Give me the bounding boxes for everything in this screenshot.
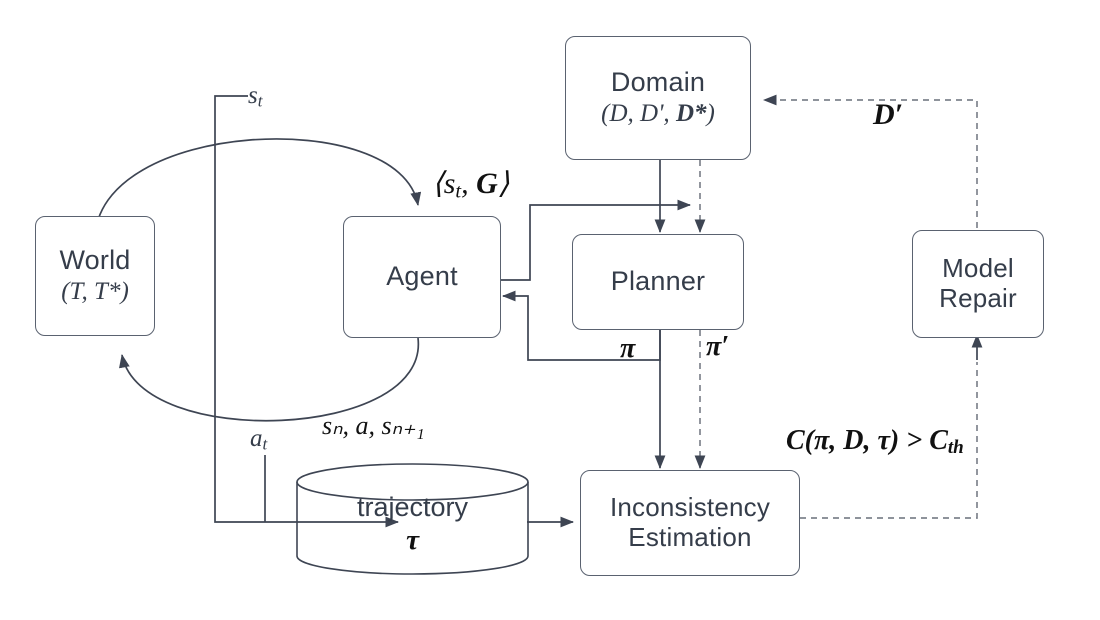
node-domain-subtitle: (D, D', D*) — [601, 100, 715, 129]
wire-state-to-trajectory — [214, 95, 400, 528]
edge-label-d-prime: D′ — [873, 98, 904, 131]
edge-label-cost-condition: C(π, D, τ) > Cth — [786, 425, 964, 459]
node-domain-sub-bold: D* — [675, 100, 707, 128]
node-world-subtitle: (T, T*) — [61, 278, 129, 306]
node-domain-sub-post: ) — [706, 100, 715, 128]
node-trajectory-title: trajectory — [356, 491, 469, 522]
node-model-repair-title: Model Repair — [939, 253, 1017, 313]
node-planner-title: Planner — [610, 266, 706, 297]
trajectory-label-group: trajectory τ — [295, 460, 530, 578]
wire-world-to-agent — [94, 138, 422, 241]
node-inconsistency-estimation-title: Inconsistency Estimation — [609, 492, 771, 552]
edge-label-goal-tuple: ⟨st, G⟩ — [432, 167, 510, 203]
wire-inconsistency-to-model-repair — [800, 362, 978, 519]
node-domain-sub-pre: (D, D', — [601, 100, 676, 128]
edge-label-state-t: st — [248, 82, 263, 111]
node-domain[interactable]: Domain (D, D', D*) — [565, 36, 751, 160]
node-trajectory-symbol: τ — [406, 523, 419, 556]
node-planner[interactable]: Planner — [572, 234, 744, 330]
trajectory-cylinder-shape — [296, 463, 529, 575]
edge-label-pi: π — [620, 333, 636, 364]
wire-model-repair-to-domain — [762, 94, 978, 228]
node-inconsistency-estimation[interactable]: Inconsistency Estimation — [580, 470, 800, 576]
node-world[interactable]: World (T, T*) — [35, 216, 155, 336]
edge-label-action-t: at — [250, 425, 268, 454]
edge-label-transition-tuple: sₙ, a, sₙ₊₁ — [322, 411, 425, 440]
node-agent[interactable]: Agent — [343, 216, 501, 338]
wire-agent-to-world — [119, 337, 419, 422]
node-world-title: World — [59, 245, 131, 276]
node-agent-title: Agent — [386, 261, 458, 292]
edge-label-pi-prime: π′ — [706, 331, 730, 362]
node-model-repair[interactable]: Model Repair — [912, 230, 1044, 338]
node-domain-title: Domain — [610, 67, 706, 98]
node-trajectory[interactable]: trajectory τ — [295, 460, 530, 578]
wire-agent-to-planner-request — [500, 199, 692, 281]
